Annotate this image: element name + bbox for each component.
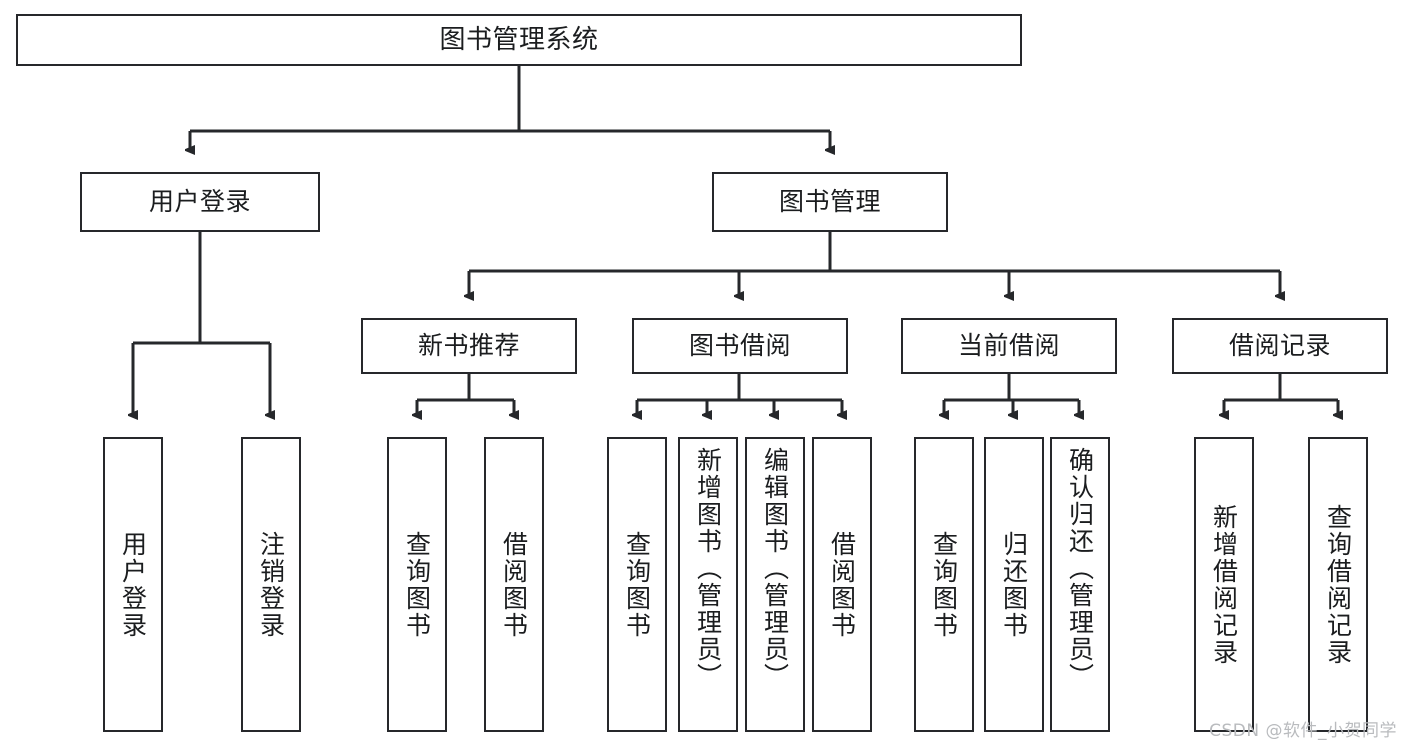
node-book-manage-label: 图书管理 — [778, 187, 881, 217]
node-leaf-borrow-book-2[interactable]: 借阅图书 — [812, 437, 872, 732]
node-leaf-borrow-book-1-label: 借阅图书 — [499, 530, 529, 639]
node-leaf-add-record-label: 新增借阅记录 — [1209, 503, 1239, 666]
node-leaf-return-book[interactable]: 归还图书 — [984, 437, 1044, 732]
node-new-book-recommend-label: 新书推荐 — [417, 331, 520, 361]
node-borrow-record[interactable]: 借阅记录 — [1172, 318, 1388, 374]
node-leaf-logout-login[interactable]: 注销登录 — [241, 437, 301, 732]
node-leaf-user-login[interactable]: 用户登录 — [103, 437, 163, 732]
node-leaf-add-book[interactable]: 新增图书（管理员） — [678, 437, 738, 732]
node-leaf-query-book-2-label: 查询图书 — [622, 530, 652, 639]
node-leaf-query-book-2[interactable]: 查询图书 — [607, 437, 667, 732]
node-book-borrow-label: 图书借阅 — [688, 331, 791, 361]
node-leaf-return-book-label: 归还图书 — [999, 530, 1029, 639]
node-leaf-edit-book[interactable]: 编辑图书（管理员） — [745, 437, 805, 732]
node-leaf-query-book-1[interactable]: 查询图书 — [387, 437, 447, 732]
node-borrow-record-label: 借阅记录 — [1228, 331, 1331, 361]
node-leaf-query-record[interactable]: 查询借阅记录 — [1308, 437, 1368, 732]
node-user-login-label: 用户登录 — [148, 187, 251, 217]
node-current-borrow[interactable]: 当前借阅 — [901, 318, 1117, 374]
node-leaf-logout-login-label: 注销登录 — [256, 530, 286, 639]
node-root-label: 图书管理系统 — [439, 24, 599, 55]
node-leaf-add-record[interactable]: 新增借阅记录 — [1194, 437, 1254, 732]
node-root[interactable]: 图书管理系统 — [16, 14, 1022, 66]
node-leaf-user-login-label: 用户登录 — [118, 530, 148, 639]
node-book-borrow[interactable]: 图书借阅 — [632, 318, 848, 374]
watermark-text: CSDN @软件_小贺同学 — [1209, 721, 1397, 741]
node-leaf-edit-book-label: 编辑图书（管理员） — [760, 447, 790, 690]
node-new-book-recommend[interactable]: 新书推荐 — [361, 318, 577, 374]
node-leaf-query-book-3[interactable]: 查询图书 — [914, 437, 974, 732]
node-leaf-query-record-label: 查询借阅记录 — [1323, 503, 1353, 666]
node-leaf-query-book-1-label: 查询图书 — [402, 530, 432, 639]
node-leaf-borrow-book-1[interactable]: 借阅图书 — [484, 437, 544, 732]
node-leaf-add-book-label: 新增图书（管理员） — [693, 447, 723, 690]
node-book-manage[interactable]: 图书管理 — [712, 172, 948, 232]
node-leaf-confirm-return[interactable]: 确认归还（管理员） — [1050, 437, 1110, 732]
node-user-login[interactable]: 用户登录 — [80, 172, 320, 232]
node-leaf-borrow-book-2-label: 借阅图书 — [827, 530, 857, 639]
node-leaf-query-book-3-label: 查询图书 — [929, 530, 959, 639]
node-current-borrow-label: 当前借阅 — [957, 331, 1060, 361]
node-leaf-confirm-return-label: 确认归还（管理员） — [1065, 447, 1095, 690]
